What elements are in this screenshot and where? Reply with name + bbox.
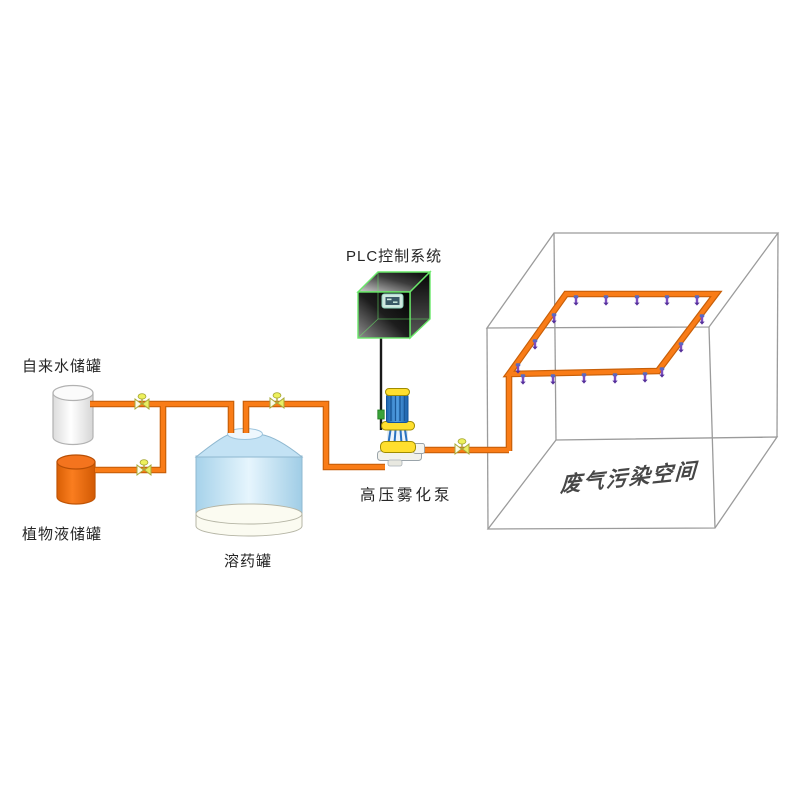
pipe (95, 403, 166, 473)
pipe (95, 403, 167, 474)
atomizing-pump (377, 388, 425, 467)
spray-nozzle (520, 374, 526, 385)
spray-nozzle (612, 373, 618, 384)
pump-label: 高压雾化泵 (360, 486, 453, 504)
spray-nozzle (634, 295, 640, 306)
waste-gas-chamber (485, 232, 780, 530)
spray-nozzle (603, 295, 609, 306)
plant-liquid-tank (56, 454, 96, 505)
pipe-valve (269, 392, 285, 410)
spray-nozzle (581, 373, 587, 384)
tap-water-tank-label: 自来水储罐 (22, 358, 102, 375)
waste-gas-space-label: 废气污染空间 (559, 458, 703, 497)
valve-group (134, 392, 470, 477)
pipe (243, 401, 385, 470)
plc-system-label: PLC控制系统 (346, 248, 442, 265)
dissolving-tank (194, 428, 304, 537)
spray-nozzle (664, 295, 670, 306)
pipe-valve (136, 459, 152, 477)
spray-nozzle (642, 372, 648, 383)
dissolving-tank-label: 溶药罐 (224, 553, 272, 570)
pipe-valve (454, 438, 470, 456)
cube-top-face (485, 232, 780, 329)
pipe (504, 291, 721, 377)
spray-nozzle (573, 295, 579, 306)
plant-liquid-tank-label: 植物液储罐 (22, 526, 102, 543)
plc-control-box (356, 270, 432, 430)
cube-bottom-face (486, 436, 779, 530)
spray-nozzle (694, 295, 700, 306)
tap-water-tank (52, 384, 94, 446)
rod-sensor-block (377, 409, 385, 420)
pipe-valve (134, 393, 150, 411)
